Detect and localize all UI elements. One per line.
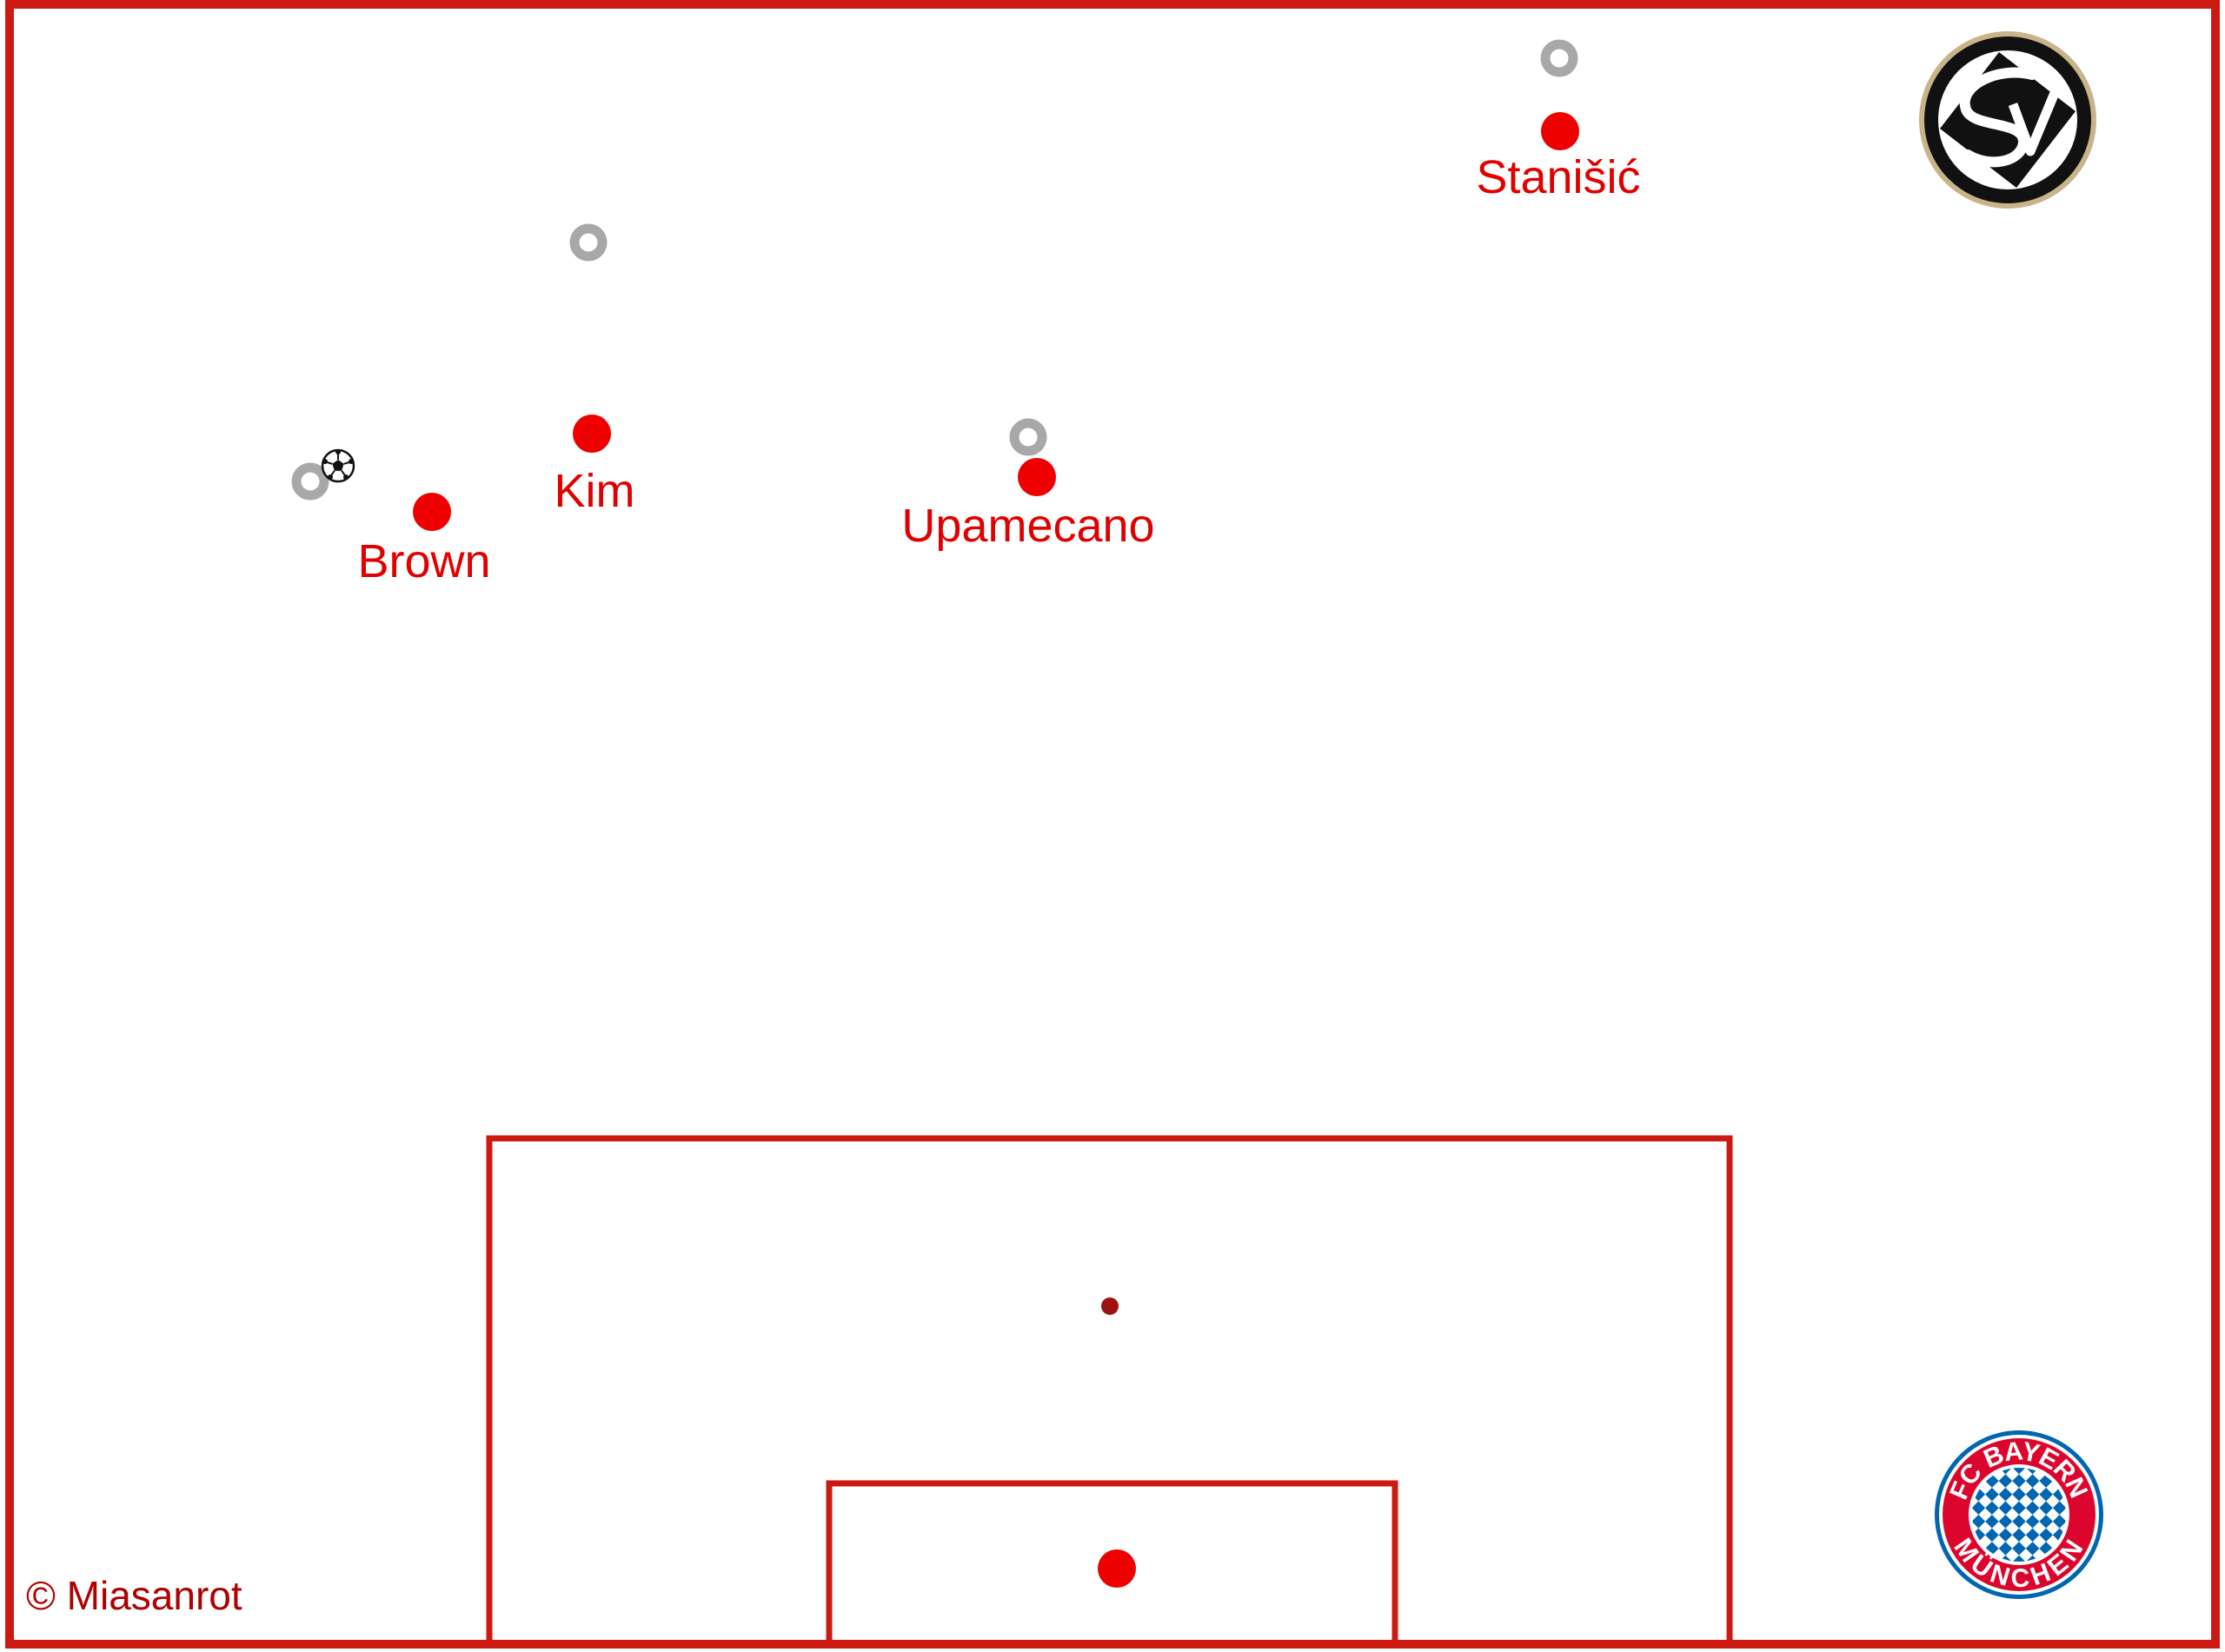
player-name: Stanišić bbox=[1476, 151, 1640, 203]
player-name: Brown bbox=[357, 535, 490, 587]
opponent-player bbox=[1540, 39, 1578, 77]
player-marker bbox=[1018, 458, 1056, 496]
pitch-boundary bbox=[5, 0, 2220, 1649]
copyright-label: © Miasanrot bbox=[26, 1573, 242, 1618]
player-name: Kim bbox=[555, 465, 635, 517]
penalty-area bbox=[486, 1135, 1733, 1644]
goalkeeper-marker bbox=[1098, 1549, 1136, 1588]
player-marker bbox=[413, 493, 451, 531]
opponent-player bbox=[291, 462, 329, 501]
player-name: Upamecano bbox=[901, 500, 1154, 552]
opponent-player bbox=[569, 223, 608, 262]
opponent-players bbox=[291, 39, 1578, 501]
opponent-player bbox=[1009, 418, 1047, 456]
player-marker bbox=[573, 415, 611, 453]
soccer-ball-icon bbox=[321, 448, 355, 483]
player-stanisic: Stanišić bbox=[1476, 112, 1641, 203]
bayern-players: Stanišić Kim Brown Upamecano bbox=[357, 112, 1641, 587]
penalty-spot bbox=[1101, 1297, 1119, 1315]
player-marker bbox=[1541, 112, 1579, 150]
goal-area bbox=[826, 1480, 1398, 1644]
player-brown: Brown bbox=[357, 493, 491, 587]
player-kim: Kim bbox=[555, 415, 635, 517]
pitch-lines bbox=[5, 0, 2220, 1649]
player-upamecano: Upamecano bbox=[901, 458, 1155, 552]
sv-elversberg-crest-icon bbox=[1919, 31, 2096, 209]
fc-bayern-crest-icon: FC BAYERN MÜNCHEN bbox=[1935, 1430, 2103, 1599]
